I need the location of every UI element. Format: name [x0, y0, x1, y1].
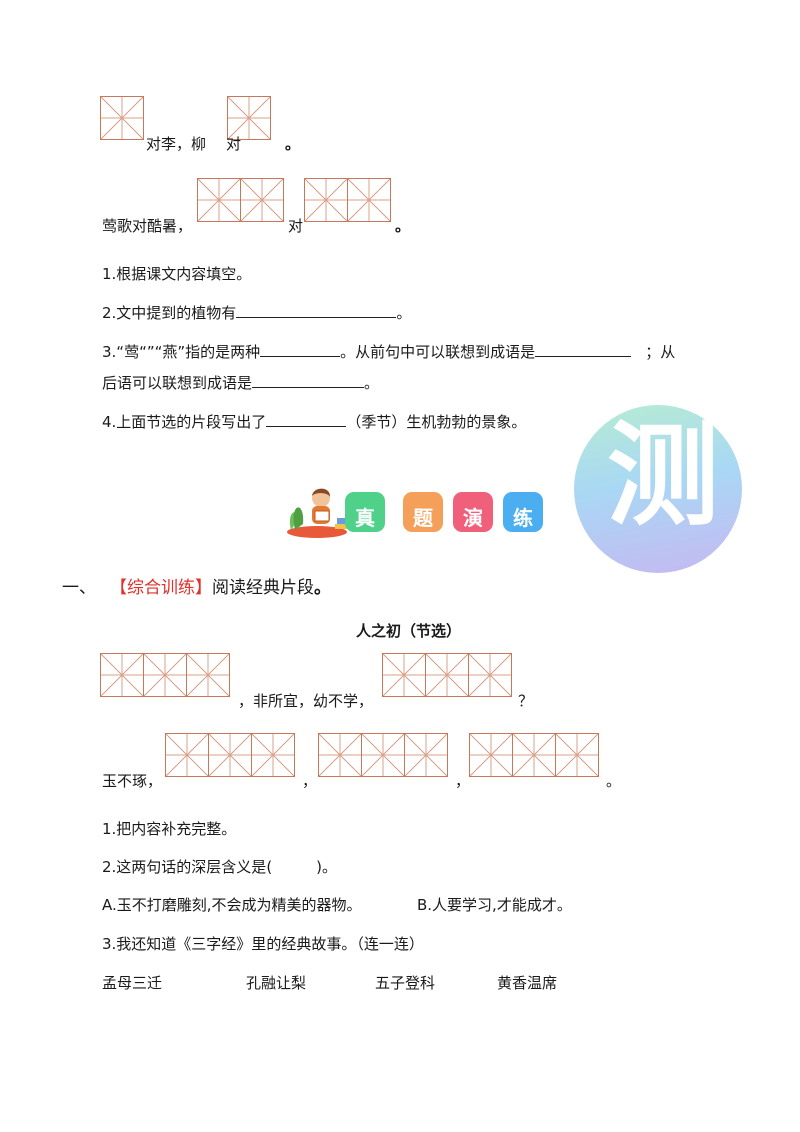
answer-blank-plants[interactable] — [236, 303, 397, 318]
writing-grid-7[interactable] — [165, 733, 295, 777]
writing-grid-2[interactable] — [227, 96, 271, 140]
poem-line-2-end: 。 — [395, 217, 411, 235]
answer-blank-season[interactable] — [266, 412, 347, 427]
story-item-3[interactable]: 五子登科 — [375, 974, 436, 992]
answer-blank-idiom-2[interactable] — [252, 373, 365, 388]
writing-grid-5[interactable] — [100, 653, 230, 697]
writing-grid-8[interactable] — [318, 733, 448, 777]
option-b: B.人要学习,才能成才。 — [417, 896, 572, 914]
passage-line-1-mid: ，非所宜，幼不学， — [238, 692, 374, 710]
banner: 真 题 演 练 — [285, 484, 550, 544]
writing-grid-6[interactable] — [382, 653, 512, 697]
question-4: 4.上面节选的片段写出了（季节）生机勃勃的景象。 — [102, 412, 527, 431]
stamp-char: 测 — [607, 411, 719, 541]
passage-title: 人之初（节选） — [356, 622, 462, 640]
section-heading: 一、【综合训练】阅读经典片段。 — [62, 578, 331, 598]
passage-line-1-end: ？ — [518, 692, 534, 710]
test-stamp-logo: 测 — [568, 393, 756, 573]
passage-line-2-end: 。 — [606, 772, 622, 790]
answer-blank-birds[interactable] — [260, 342, 341, 357]
question-2: 2.文中提到的植物有。 — [102, 303, 412, 322]
writing-grid-1[interactable] — [100, 96, 144, 140]
question-2-3: 3.我还知道《三字经》里的经典故事。（连一连） — [102, 935, 424, 953]
banner-badge-3: 演 — [453, 492, 493, 532]
banner-badge-1: 真 — [345, 492, 385, 532]
answer-blank-idiom-1[interactable] — [535, 342, 632, 357]
story-item-4[interactable]: 黄香温席 — [497, 974, 558, 992]
passage-comma-1: ， — [302, 772, 318, 790]
question-3-cont: 后语可以联想到成语是。 — [102, 373, 380, 392]
writing-grid-9[interactable] — [469, 733, 599, 777]
reading-girl-illustration — [287, 488, 351, 538]
question-3: 3.“莺“”“燕”指的是两种。从前句中可以联想到成语是；从 — [102, 342, 676, 361]
passage-comma-2: ， — [455, 772, 471, 790]
poem-line-2-dui: 对 — [288, 217, 304, 235]
story-item-2[interactable]: 孔融让梨 — [246, 974, 307, 992]
question-2-1: 1.把内容补充完整。 — [102, 820, 237, 838]
question-2-2: 2.这两句话的深层含义是()。 — [102, 858, 338, 876]
writing-grid-4[interactable] — [304, 178, 391, 222]
option-a: A.玉不打磨雕刻,不会成为精美的器物。 — [102, 896, 362, 914]
passage-line-2-start: 玉不琢， — [102, 772, 163, 790]
poem-line-2: 莺歌对酷暑， — [102, 217, 193, 235]
banner-badge-4: 练 — [503, 492, 543, 532]
question-1: 1.根据课文内容填空。 — [102, 265, 252, 283]
poem-line-1: 对李，柳对。 — [146, 135, 301, 153]
writing-grid-3[interactable] — [197, 178, 284, 222]
story-item-1[interactable]: 孟母三迁 — [102, 974, 163, 992]
banner-badge-2: 题 — [403, 492, 443, 532]
